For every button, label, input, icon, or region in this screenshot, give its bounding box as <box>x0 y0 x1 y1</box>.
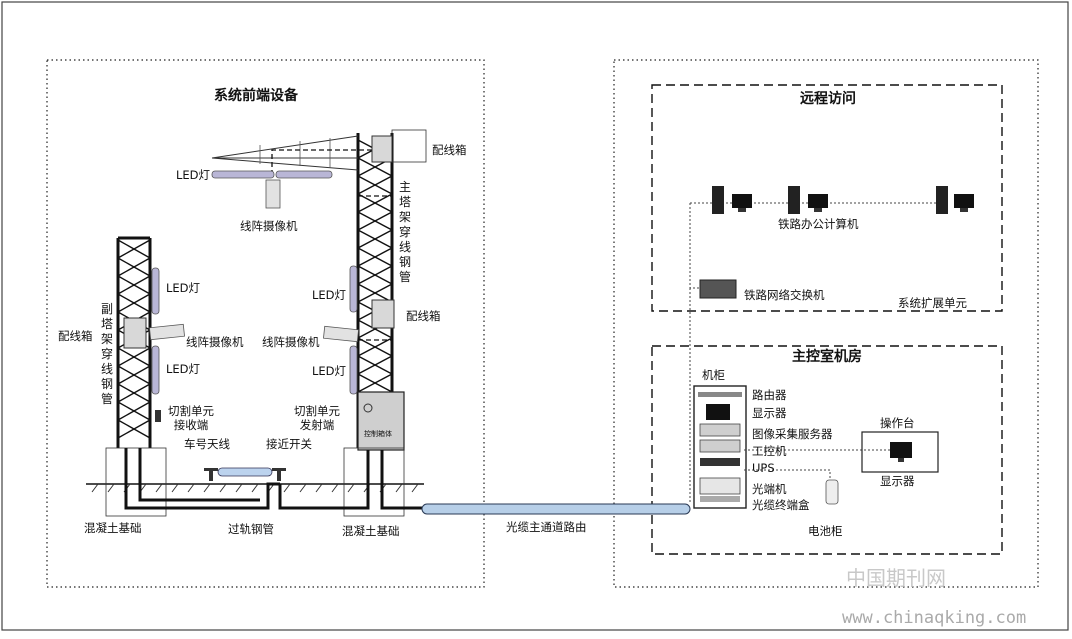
line-camera-right-label: 线阵摄像机 <box>262 335 320 349</box>
control-room-region <box>651 345 1003 555</box>
system-expansion-label: 系统扩展单元 <box>898 296 967 310</box>
fiber-route <box>421 503 691 515</box>
control-region <box>613 59 1039 588</box>
led-lights <box>151 170 358 395</box>
network-switch-label: 铁路网络交换机 <box>744 288 825 302</box>
sub-tower-label: 副塔架穿线钢管 <box>100 302 113 406</box>
led-sub-lower-label: LED灯 <box>166 362 201 376</box>
router-label: 路由器 <box>752 388 787 402</box>
concrete-right-label: 混凝土基础 <box>342 524 400 538</box>
ground <box>86 447 424 517</box>
console <box>861 431 939 473</box>
distribution-box-top-label: 配线箱 <box>432 143 467 157</box>
remote-access-title: 远程访问 <box>800 91 856 107</box>
cut-unit-transmitter-label: 切割单元 发射端 <box>294 404 340 432</box>
main-tower <box>211 129 427 451</box>
watermark-cn: 中国期刊网 <box>846 566 946 590</box>
ups-label: UPS <box>752 461 775 475</box>
control-box-text: 控制箱体 <box>364 430 392 438</box>
distribution-box-mid-label: 配线箱 <box>406 309 441 323</box>
image-server-label: 图像采集服务器 <box>752 427 833 441</box>
line-camera-top-label: 线阵摄像机 <box>240 219 298 233</box>
led-sub-upper-label: LED灯 <box>166 281 201 295</box>
office-pc-label: 铁路办公计算机 <box>778 217 859 231</box>
network-switch-device <box>699 279 737 299</box>
front-end-title: 系统前端设备 <box>214 88 298 104</box>
proximity-switch-label: 接近开关 <box>266 437 312 451</box>
main-tower-label: 主塔架穿线钢管 <box>398 180 411 284</box>
ipc-label: 工控机 <box>752 444 787 458</box>
led-main-upper-label: LED灯 <box>312 288 347 302</box>
pc-3 <box>936 186 974 214</box>
line-cameras <box>149 179 359 343</box>
console-label: 操作台 <box>880 416 915 430</box>
remote-access-region <box>651 84 1003 312</box>
monitor-label: 显示器 <box>752 406 787 420</box>
sub-tower <box>116 236 161 448</box>
control-room-title: 主控室机房 <box>792 349 862 365</box>
led-main-lower-label: LED灯 <box>312 364 347 378</box>
office-network <box>689 186 974 504</box>
optical-terminal-label: 光端机 <box>752 482 787 496</box>
led-top-label: LED灯 <box>176 168 211 182</box>
cable-route-label: 光缆主通道路由 <box>506 520 587 534</box>
concrete-left-label: 混凝土基础 <box>84 521 142 535</box>
cabinet-label: 机柜 <box>702 368 725 382</box>
distribution-box-sub-label: 配线箱 <box>58 329 93 343</box>
watermark-url: www.chinaqking.com <box>842 608 1027 628</box>
pc-1 <box>712 186 752 214</box>
cabinet <box>693 385 890 509</box>
cut-unit-receiver-label: 切割单元 接收端 <box>168 404 214 432</box>
track-pipe-label: 过轨钢管 <box>228 522 274 536</box>
battery-cabinet-label: 电池柜 <box>808 524 843 538</box>
fiber-box-label: 光缆终端盒 <box>752 498 810 512</box>
pc-2 <box>788 186 828 214</box>
train-antenna-label: 车号天线 <box>184 437 230 451</box>
line-camera-left-label: 线阵摄像机 <box>186 335 244 349</box>
console-monitor-label: 显示器 <box>880 474 915 488</box>
